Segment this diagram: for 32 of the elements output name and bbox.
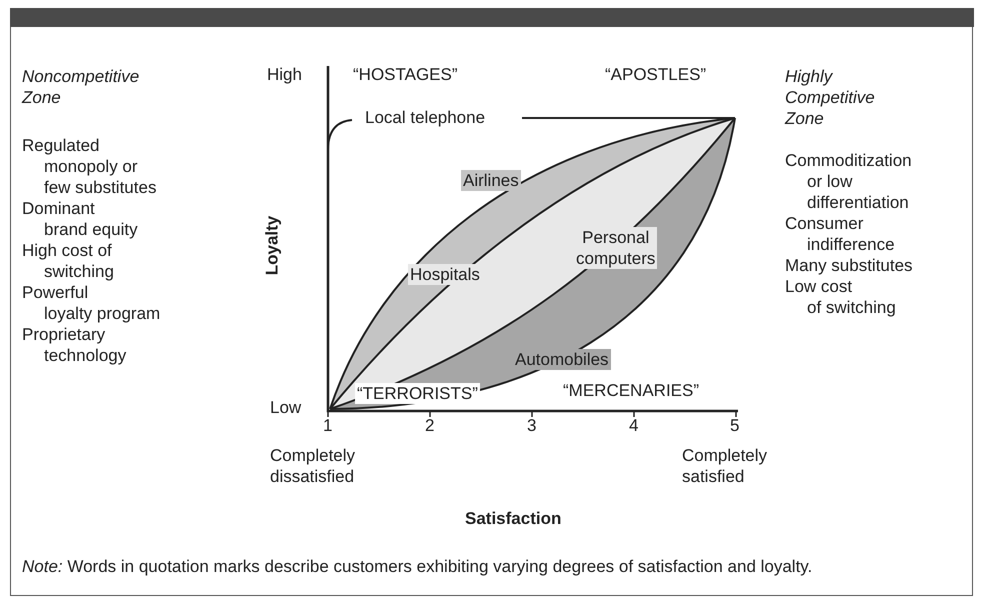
quadrant-label: “MERCENARIES” — [563, 380, 700, 401]
curve-label: Personal computers — [574, 227, 658, 269]
list-item: Low cost of switching — [785, 276, 896, 318]
curve-label: Automobiles — [513, 349, 611, 370]
axis-tick-label: High — [267, 64, 302, 85]
list-item: Proprietary technology — [22, 324, 126, 366]
axis-tick-label: 2 — [425, 415, 434, 436]
axis-title: Loyalty — [261, 216, 282, 276]
axis-end-label: Completely satisfied — [682, 445, 768, 487]
axis-title: Satisfaction — [465, 508, 562, 529]
list-item: Powerful loyalty program — [22, 282, 160, 324]
quadrant-label: “APOSTLES” — [605, 64, 706, 85]
curve-label: Local telephone — [365, 107, 486, 128]
quadrant-label: “HOSTAGES” — [353, 64, 458, 85]
quadrant-label: “TERRORISTS” — [355, 383, 480, 404]
axis-tick-label: 3 — [527, 415, 536, 436]
axis-end-label: Completely dissatisfied — [270, 445, 356, 487]
zone-heading: Noncompetitive Zone — [22, 66, 140, 108]
curve-label: Hospitals — [408, 264, 482, 285]
note: Note: Words in quotation marks describe customers exhibiting varying degrees of satisfaction and loyalty. — [22, 556, 812, 577]
axis-tick-label: Low — [270, 397, 302, 418]
list-item: Consumer indifference — [785, 213, 895, 255]
curve-label: Airlines — [461, 170, 521, 191]
axis-tick-label: 5 — [730, 415, 740, 436]
list-item: Regulated monopoly or few substitutes — [22, 135, 156, 198]
zone-heading: Highly Competitive Zone — [785, 66, 875, 129]
axis-tick-label: 1 — [323, 415, 332, 436]
list-item: Commoditization or low differentiation — [785, 150, 912, 213]
list-item: High cost of switching — [22, 240, 114, 282]
list-item: Many substitutes — [785, 255, 913, 276]
list-item: Dominant brand equity — [22, 198, 138, 240]
axis-tick-label: 4 — [629, 415, 638, 436]
